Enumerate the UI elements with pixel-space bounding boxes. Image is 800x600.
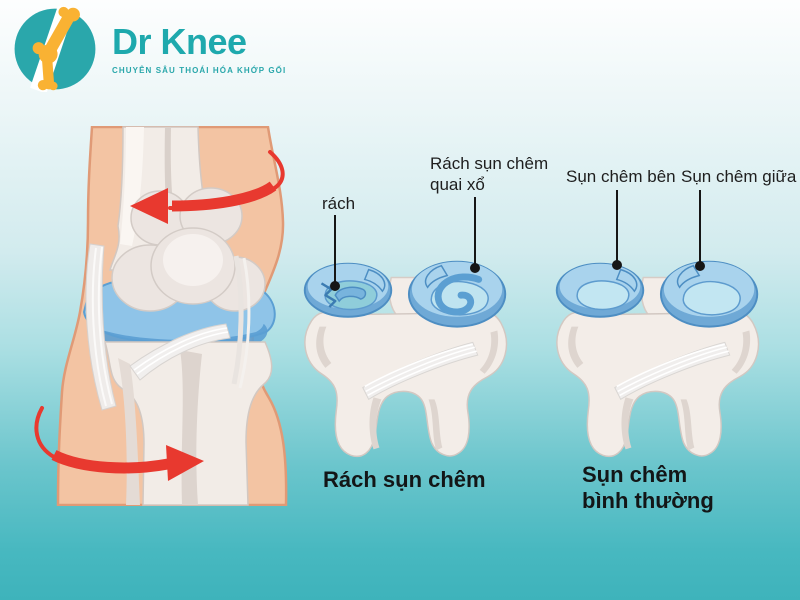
bucket-handle-medial-meniscus — [407, 260, 507, 328]
caption-normal-meniscus: Sụn chêm bình thường — [582, 462, 714, 514]
caption-normal-line2: bình thường — [582, 488, 714, 513]
leader-line-bucket-handle — [474, 197, 476, 266]
label-lateral-meniscus: Sụn chêm bên — [566, 167, 676, 186]
leader-dot-bucket-handle — [470, 263, 480, 273]
knee-rotation-illustration — [34, 126, 288, 506]
leader-line-medial-meniscus — [699, 190, 701, 264]
label-bucket-handle-line1: Rách sụn chêm — [430, 154, 549, 173]
leader-line-tear — [334, 215, 336, 285]
label-medial-meniscus: Sụn chêm giữa — [681, 167, 797, 186]
leader-line-lateral-meniscus — [616, 190, 618, 263]
logo: Dr Knee CHUYÊN SÂU THOÁI HÓA KHỚP GỐI — [12, 6, 286, 92]
caption-torn-meniscus: Rách sụn chêm — [323, 467, 486, 492]
leader-dot-tear — [330, 281, 340, 291]
label-tear: rách — [322, 194, 356, 213]
brand-tagline: CHUYÊN SÂU THOÁI HÓA KHỚP GỐI — [112, 66, 287, 75]
rotation-arrow-left-icon — [130, 150, 285, 224]
torn-meniscus-illustration — [303, 260, 508, 457]
normal-medial-meniscus — [659, 260, 759, 328]
label-bucket-handle-line2: quai xổ — [430, 175, 485, 194]
normal-lateral-meniscus — [555, 262, 645, 318]
brand-name: Dr Knee — [112, 21, 247, 62]
label-bucket-handle-tear: Rách sụn chêm quai xổ — [430, 153, 548, 195]
caption-normal-line1: Sụn chêm — [582, 462, 688, 487]
logo-text: Dr Knee CHUYÊN SÂU THOÁI HÓA KHỚP GỐI — [112, 21, 287, 76]
leader-dot-medial-meniscus — [695, 261, 705, 271]
torn-lateral-meniscus — [303, 262, 393, 318]
rotation-arrow-right-icon — [34, 406, 204, 481]
knee-joint-logo-icon — [14, 6, 96, 92]
normal-meniscus-illustration — [555, 260, 760, 457]
leader-dot-lateral-meniscus — [612, 260, 622, 270]
